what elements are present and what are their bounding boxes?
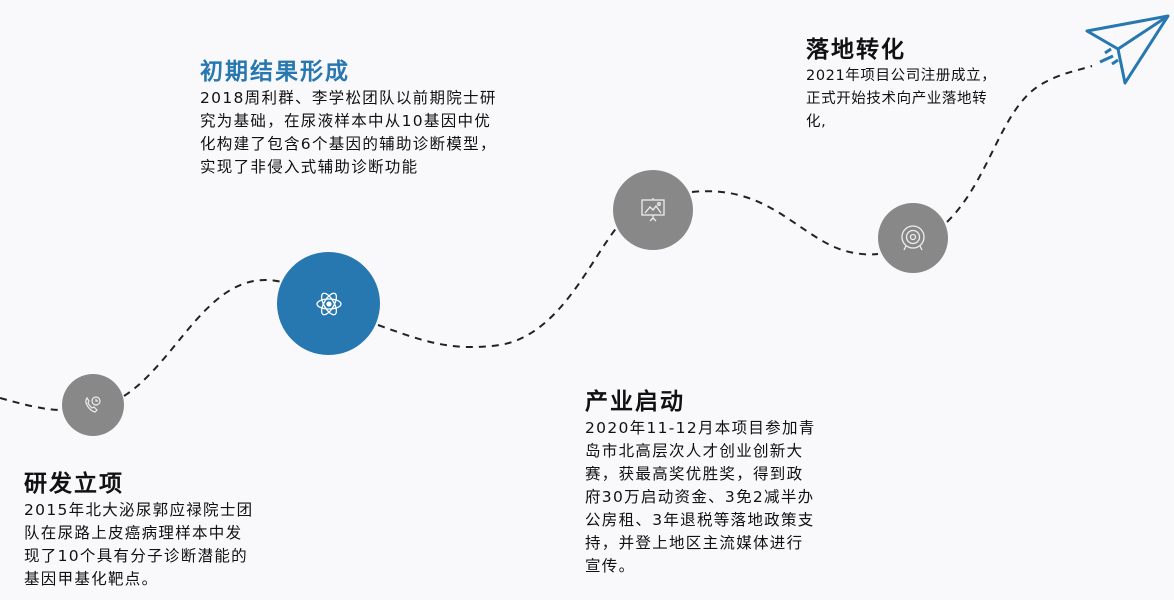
milestone-desc-line: 化, [806, 114, 827, 130]
milestone-desc-line: 现了10个具有分子诊断潜能的 [24, 547, 248, 565]
milestone-title: 落地转化 [806, 37, 906, 63]
phone-clock-icon [85, 396, 101, 413]
milestone-desc-line: 持，并登上地区主流媒体进行 [585, 534, 804, 552]
milestone-title: 研发立项 [24, 471, 124, 497]
milestone-title: 产业启动 [585, 389, 685, 415]
paper-plane-icon [1085, 14, 1170, 85]
milestone-desc-line: 2018周利群、李学松团队以前期院士研 [200, 89, 497, 107]
milestone-desc-line: 岛市北高层次人才创业创新大 [585, 442, 804, 460]
target-icon [901, 225, 925, 251]
milestone-desc-line: 基因甲基化靶点。 [24, 570, 159, 588]
milestone-desc-line: 究为基础，在尿液样本中从10基因中优 [200, 112, 492, 130]
milestone-3: 产业启动 2020年11-12月本项目参加青 岛市北高层次人才创业创新大 赛，获… [585, 387, 816, 578]
atom-icon [315, 292, 342, 315]
milestone-node-1 [62, 374, 124, 436]
milestone-desc-line: 公房租、3年退税等落地政策支 [585, 511, 815, 529]
milestone-2: 初期结果形成 2018周利群、李学松团队以前期院士研 究为基础，在尿液样本中从1… [200, 57, 497, 179]
milestone-desc-line: 2021年项目公司注册成立， [806, 68, 997, 84]
presentation-board-icon [641, 198, 665, 222]
milestone-desc-line: 2020年11-12月本项目参加青 [585, 419, 816, 437]
milestone-title: 初期结果形成 [200, 59, 350, 85]
milestone-desc-line: 府30万启动资金、3免2减半办 [585, 488, 815, 506]
milestone-desc-line: 实现了非侵入式辅助诊断功能 [200, 158, 419, 176]
milestone-node-2 [277, 252, 380, 355]
milestone-desc-line: 正式开始技术向产业落地转 [806, 91, 988, 107]
milestone-desc-line: 队在尿路上皮癌病理样本中发 [24, 524, 243, 542]
milestone-desc-line: 化构建了包含6个基因的辅助诊断模型， [200, 135, 497, 153]
milestone-node-3 [613, 170, 693, 250]
milestone-4: 落地转化 2021年项目公司注册成立， 正式开始技术向产业落地转 化, [806, 35, 996, 134]
milestone-1: 研发立项 2015年北大泌尿郭应禄院士团 队在尿路上皮癌病理样本中发 现了10个… [24, 469, 253, 591]
milestone-node-4 [878, 203, 948, 273]
milestone-desc-line: 宣传。 [585, 557, 636, 575]
milestone-desc-line: 2015年北大泌尿郭应禄院士团 [24, 501, 254, 519]
milestone-desc-line: 赛，获最高奖优胜奖，得到政 [585, 465, 804, 483]
